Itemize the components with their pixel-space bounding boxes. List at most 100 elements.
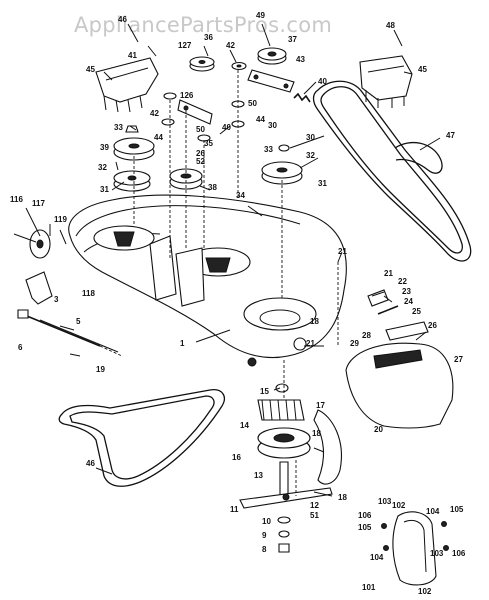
- label-37: 37: [288, 35, 297, 44]
- pulley-127[interactable]: [189, 56, 215, 72]
- pulley-32-left[interactable]: [113, 170, 151, 192]
- label-101: 101: [362, 583, 376, 592]
- label-49: 49: [256, 11, 265, 20]
- label-18b: 18: [312, 429, 321, 438]
- spring-15[interactable]: [275, 383, 289, 393]
- belt-cover-right[interactable]: [359, 55, 413, 108]
- label-106a: 106: [358, 511, 372, 520]
- label-10: 10: [262, 517, 271, 526]
- label-105a: 105: [358, 523, 372, 532]
- pulley-39[interactable]: [113, 137, 155, 161]
- rod-lower[interactable]: [39, 319, 119, 353]
- label-19: 19: [96, 365, 105, 374]
- belt-47[interactable]: [312, 80, 472, 262]
- label-104b: 104: [370, 553, 384, 562]
- label-8: 8: [262, 545, 267, 554]
- label-9: 9: [262, 531, 267, 540]
- label-42a: 42: [226, 41, 235, 50]
- belt-cover-left[interactable]: [95, 57, 159, 113]
- label-28: 28: [362, 331, 371, 340]
- label-45b: 45: [418, 65, 427, 74]
- label-6: 6: [18, 343, 23, 352]
- label-32b: 32: [306, 151, 315, 160]
- label-47: 47: [446, 131, 455, 140]
- label-103a: 103: [378, 497, 392, 506]
- alignment-lines: [99, 70, 339, 496]
- label-23: 23: [402, 287, 411, 296]
- label-21c: 21: [306, 339, 315, 348]
- label-46a: 46: [118, 15, 127, 24]
- discharge-chute-27[interactable]: [345, 342, 454, 429]
- label-30a: 30: [268, 121, 277, 130]
- rod-5[interactable]: [17, 309, 101, 347]
- label-38: 38: [208, 183, 217, 192]
- label-18c: 18: [338, 493, 347, 502]
- label-44b: 44: [256, 115, 265, 124]
- label-31b: 31: [318, 179, 327, 188]
- hardware-right[interactable]: [367, 289, 399, 315]
- idler-pulley-37[interactable]: [257, 47, 287, 65]
- label-116: 116: [10, 195, 23, 204]
- label-1: 1: [180, 339, 185, 348]
- label-17: 17: [316, 401, 325, 410]
- label-105b: 105: [450, 505, 464, 514]
- label-48: 48: [386, 21, 395, 30]
- mower-deck[interactable]: [68, 194, 347, 367]
- label-52: 52: [196, 157, 205, 166]
- label-18a: 18: [310, 317, 319, 326]
- label-5: 5: [76, 317, 81, 326]
- label-50a: 50: [248, 99, 257, 108]
- label-46b: 46: [86, 459, 95, 468]
- label-21a: 21: [338, 247, 347, 256]
- label-32a: 32: [98, 163, 107, 172]
- label-39: 39: [100, 143, 109, 152]
- label-14: 14: [240, 421, 249, 430]
- label-42b: 42: [150, 109, 159, 118]
- baffle-20[interactable]: [313, 409, 342, 485]
- gauge-wheel-117[interactable]: [13, 229, 51, 259]
- label-119: 119: [54, 215, 67, 224]
- label-29: 29: [350, 339, 359, 348]
- label-50b: 50: [196, 125, 205, 134]
- label-102a: 102: [392, 501, 406, 510]
- label-26b: 26: [428, 321, 437, 330]
- label-36: 36: [204, 33, 213, 42]
- label-33a: 33: [114, 123, 123, 132]
- label-27: 27: [454, 355, 463, 364]
- label-12: 12: [310, 501, 319, 510]
- idler-bracket-126[interactable]: [177, 99, 213, 125]
- label-43: 43: [296, 55, 305, 64]
- label-127: 127: [178, 41, 192, 50]
- bracket-3[interactable]: [25, 271, 53, 305]
- label-15: 15: [260, 387, 269, 396]
- label-35: 35: [204, 139, 213, 148]
- label-11: 11: [230, 505, 239, 514]
- label-24: 24: [404, 297, 413, 306]
- belt-46[interactable]: [58, 389, 225, 487]
- pulley-32-right[interactable]: [261, 161, 303, 185]
- label-44a: 44: [154, 133, 163, 142]
- label-103b: 103: [430, 549, 444, 558]
- label-3: 3: [54, 295, 59, 304]
- label-51: 51: [310, 511, 319, 520]
- label-33b: 33: [264, 145, 273, 154]
- label-117: 117: [32, 199, 45, 208]
- label-20: 20: [374, 425, 383, 434]
- spindle-housing-16[interactable]: [257, 427, 311, 459]
- label-31a: 31: [100, 185, 109, 194]
- chute-bracket-28[interactable]: [385, 321, 429, 341]
- spindle-pulley-14[interactable]: [257, 399, 305, 421]
- bumper-102[interactable]: [392, 511, 437, 586]
- label-104a: 104: [426, 507, 440, 516]
- idler-arm-43[interactable]: [247, 69, 295, 93]
- blade-hardware-10-9-8[interactable]: [277, 516, 291, 553]
- bumper-hardware[interactable]: [381, 521, 449, 551]
- label-118: 118: [82, 289, 95, 298]
- label-45a: 45: [86, 65, 95, 74]
- spring-40[interactable]: [293, 92, 311, 103]
- blade-11[interactable]: [239, 487, 333, 509]
- washer-42[interactable]: [231, 61, 247, 71]
- leader-lines: [25, 23, 441, 497]
- label-41: 41: [128, 51, 137, 60]
